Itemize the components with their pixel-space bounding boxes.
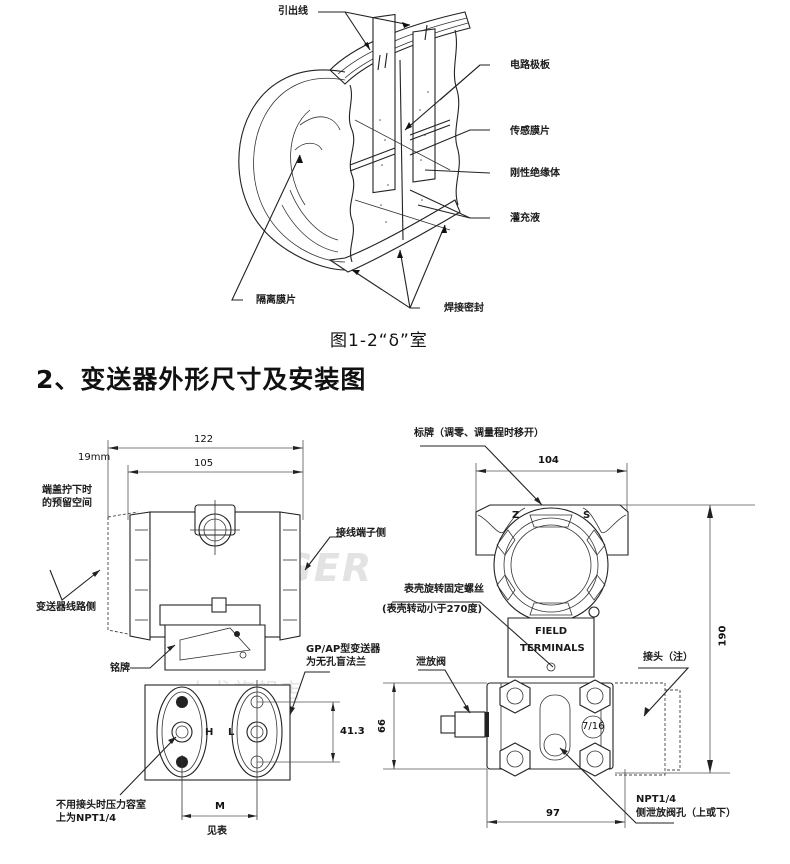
label-high-side: H — [205, 727, 214, 738]
dim-flange-hole-spacing: 41.3 — [340, 726, 365, 737]
dim-cap-clearance: 19mm — [78, 452, 111, 463]
label-rigid-insulator: 刚性绝缘体 — [510, 168, 560, 179]
dim-overall-width: 122 — [194, 434, 214, 445]
section-title: 2、变送器外形尺寸及安装图 — [36, 365, 367, 394]
label-lead-wire: 引出线 — [278, 6, 308, 17]
label-tag-plate: 标牌（调零、调量程时移开） — [414, 428, 544, 439]
label-low-side: L — [228, 727, 235, 738]
label-npt-drain-2: 侧泄放阀孔（上或下） — [636, 808, 736, 819]
label-cap-clearance-2: 的预留空间 — [42, 498, 92, 509]
dim-process-spacing: M — [215, 801, 225, 812]
label-sensing-diaphragm: 传感膜片 — [510, 126, 550, 137]
figure-caption: 图1-2“δ”室 — [330, 331, 428, 351]
label-connector: 接头（注） — [643, 652, 693, 663]
label-see-table: 见表 — [207, 826, 227, 837]
dim-body-width: 105 — [194, 458, 214, 469]
label-circuit-side: 变送器线路侧 — [36, 602, 96, 613]
circuit-plate-left — [372, 13, 396, 194]
label-gp-ap-1: GP/AP型变送器 — [306, 644, 381, 655]
isolating-diaphragm-arc — [238, 69, 346, 271]
dim-flange-width: 97 — [546, 808, 560, 819]
label-terminal-side: 接线端子侧 — [336, 528, 386, 539]
label-cap-clearance-1: 端盖拧下时 — [42, 485, 92, 496]
label-npt-note-2: 上为NPT1/4 — [56, 813, 117, 824]
dim-flange-height: 66 — [376, 719, 388, 733]
dim-thread-mark: 7/16 — [582, 721, 605, 732]
label-npt-drain-1: NPT1/4 — [636, 794, 677, 805]
label-terminals: TERMINALS — [520, 643, 585, 654]
label-weld-seal: 焊接密封 — [444, 303, 484, 314]
label-housing-screw-2: (表壳转动小于270度) — [382, 604, 483, 615]
label-nameplate: 铭牌 — [110, 663, 130, 674]
label-span-mark: S — [583, 510, 591, 521]
delta-cell-diagram — [231, 11, 491, 309]
label-gp-ap-2: 为无孔盲法兰 — [306, 657, 366, 668]
label-drain-valve: 泄放阀 — [416, 657, 446, 668]
label-fill-fluid: 灌充液 — [510, 213, 540, 224]
label-housing-screw-1: 表壳旋转固定螺丝 — [404, 584, 484, 595]
dim-housing-width: 104 — [538, 455, 559, 466]
label-zero-mark: Z — [512, 510, 520, 521]
label-npt-note-1: 不用接头时压力容室 — [56, 800, 146, 811]
label-circuit-board: 电路极板 — [510, 60, 550, 71]
label-field: FIELD — [535, 626, 568, 637]
label-isolating-diaphragm: 隔离膜片 — [256, 295, 296, 306]
dim-overall-height: 190 — [717, 625, 729, 647]
